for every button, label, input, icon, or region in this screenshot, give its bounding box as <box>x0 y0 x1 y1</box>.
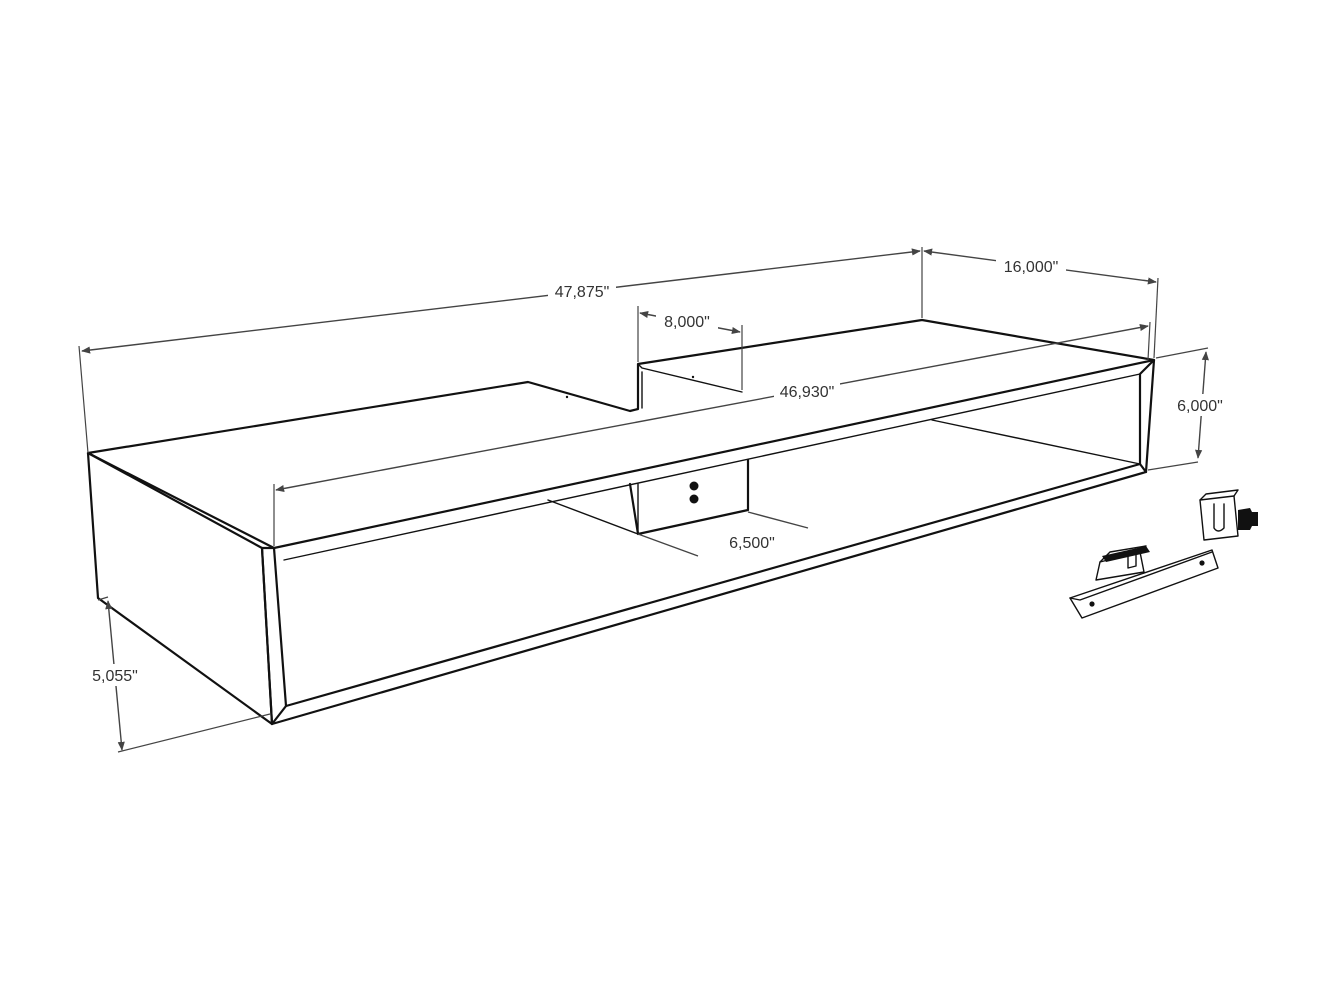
dimension-right-height: 6,000" <box>1147 347 1230 471</box>
bracket-rail-icon <box>1069 545 1219 619</box>
back-lower-edge <box>931 419 1141 465</box>
dimension-divider-depth: 6,500" <box>637 511 809 557</box>
top-panel-inner-edge <box>283 373 1141 561</box>
dimension-overall-length: 47,875" <box>78 247 923 454</box>
overall-length-label: 47,875" <box>555 284 610 301</box>
notch-mark-dot <box>691 375 695 379</box>
left-height-label: 5,055" <box>92 668 138 685</box>
notch-inner-edge <box>637 363 743 409</box>
divider-hole-upper <box>689 481 699 491</box>
inner-length-label: 46,930" <box>780 384 835 401</box>
front-left-post <box>260 546 288 726</box>
bottom-board <box>270 462 1148 726</box>
top-panel-outline <box>86 318 1156 550</box>
divider-panel <box>628 458 750 536</box>
divider-hole-lower <box>689 494 699 504</box>
dimension-left-height: 5,055" <box>84 596 271 753</box>
dimension-right-depth: 16,000" <box>923 248 1159 359</box>
right-height-label: 6,000" <box>1177 398 1223 415</box>
shelf-body <box>86 318 1156 726</box>
clip-icon <box>1199 489 1258 541</box>
top-mark-dot <box>565 395 569 399</box>
divider-depth-label: 6,500" <box>729 535 775 552</box>
divider-floor-edge <box>547 499 639 535</box>
dimension-inner-length: 46,930" <box>273 321 1151 546</box>
dimension-notch-width: 8,000" <box>637 306 743 390</box>
notch-width-label: 8,000" <box>664 314 710 331</box>
right-end-panel <box>1138 358 1156 474</box>
right-depth-label: 16,000" <box>1004 259 1059 276</box>
